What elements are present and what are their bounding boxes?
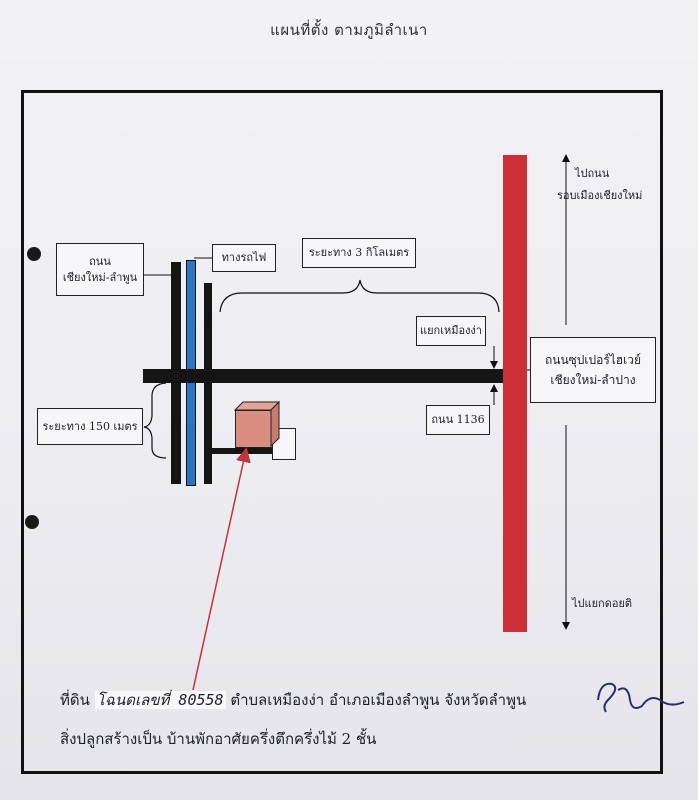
label-text: ถนนซุปเปอร์ไฮเวย์: [544, 353, 642, 367]
brace-3km: [219, 279, 500, 313]
brace-150m: [143, 382, 167, 459]
label-road-chiangmai-lamphun: ถนน เชียงใหม่-ลำพูน: [56, 243, 144, 296]
label-superhighway: ถนนซุปเปอร์ไฮเวย์ เชียงใหม่-ลำปาง: [530, 337, 656, 403]
punch-hole-top: [27, 247, 41, 261]
page-title: แผนที่ตั้ง ตามภูมิลำเนา: [270, 21, 428, 39]
label-text: ระยะทาง 3 กิโลเมตร: [308, 246, 410, 259]
caption-line-2: สิ่งปลูกสร้างเป็น บ้านพักอาศัยครึ่งตึกคร…: [60, 730, 377, 748]
house-side-icon: [270, 400, 280, 448]
map-frame: [21, 90, 663, 774]
pointer-to-house: [192, 447, 251, 691]
label-muang-nga-junction: แยกเหมืองง่า: [416, 316, 486, 346]
label-railway: ทางรถไฟ: [212, 244, 276, 272]
label-text: ถนน 1136: [431, 413, 485, 426]
caption-location: ตำบลเหมืองง่า อำเภอเมืองลำพูน จังหวัดลำพ…: [230, 691, 527, 709]
caption-line-1: ที่ดิน โฉนดเลขที่ 80558 ตำบลเหมืองง่า อำ…: [60, 688, 526, 712]
label-road-1136: ถนน 1136: [426, 405, 490, 435]
punch-hole-bottom: [25, 515, 39, 529]
label-to-ring-road-line1: ไปถนน: [575, 167, 610, 180]
label-to-doi-ti: ไปแยกดอยติ: [572, 597, 633, 610]
caption-prefix: ที่ดิน: [60, 691, 90, 709]
label-distance-3km: ระยะทาง 3 กิโลเมตร: [302, 238, 416, 268]
label-text: ระยะทาง 150 เมตร: [42, 419, 138, 433]
deed-number-handwritten: โฉนดเลขที่ 80558: [94, 691, 226, 709]
label-text: ถนน: [89, 254, 111, 268]
signature-icon: [597, 682, 685, 713]
road-1136: [143, 369, 503, 383]
house-icon: [235, 410, 273, 448]
label-text: เชียงใหม่-ลำปาง: [550, 373, 636, 387]
superhighway-road: [503, 155, 527, 632]
label-distance-150m: ระยะทาง 150 เมตร: [37, 408, 143, 445]
label-to-ring-road-line2: รอบเมืองเชียงใหม่: [557, 189, 643, 202]
label-text: ทางรถไฟ: [221, 251, 267, 264]
local-road-vertical: [204, 283, 212, 484]
label-text: เชียงใหม่-ลำพูน: [62, 270, 138, 284]
label-text: แยกเหมืองง่า: [420, 324, 482, 337]
